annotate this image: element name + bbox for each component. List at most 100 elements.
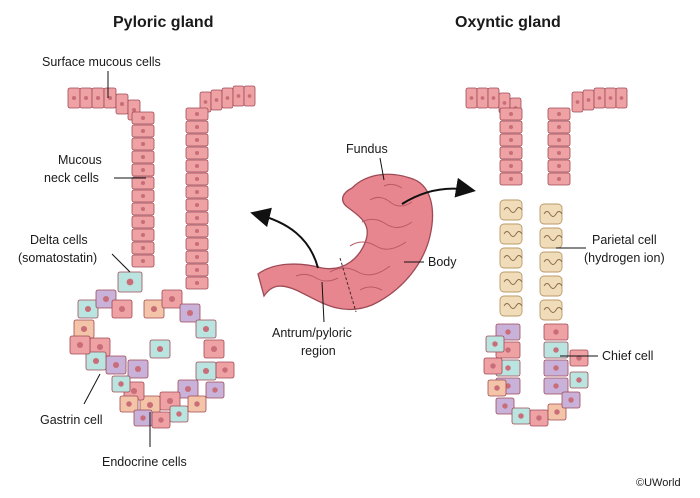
- pyloric-surface-cell-4: [115, 93, 129, 115]
- oxyntic-surface-left-cell-1-nucleus: [480, 96, 485, 100]
- pyloric-loop-cell-7-nucleus: [222, 367, 228, 373]
- pyloric-right-wall-cell-1-nucleus: [194, 124, 200, 130]
- label-mucous-neck-line1: Mucous: [58, 153, 102, 167]
- pyloric-loop-cell-7: [215, 361, 235, 379]
- pyloric-loop-cell-0: [111, 375, 131, 393]
- pyloric-right-wall-cell-9: [185, 224, 209, 238]
- pyloric-left-wall-cell-2: [131, 137, 155, 151]
- pyloric-loop-cell-5-nucleus: [194, 401, 200, 407]
- pyloric-loop-cell-5: [187, 395, 207, 413]
- oxyntic-left-neck-cell-1: [499, 120, 523, 134]
- oxyntic-right-parietal-cell-0-canaliculi: [543, 211, 563, 217]
- pyloric-left-wall-cell-9: [131, 228, 155, 242]
- pyloric-left-wall-cell-8: [131, 215, 155, 229]
- pyloric-delta-cell-nucleus: [126, 278, 134, 286]
- oxyntic-left-neck-cell-4-nucleus: [508, 163, 514, 169]
- pyloric-base-left-cell-5-nucleus: [112, 361, 120, 369]
- leader-lines: [83, 71, 598, 447]
- pyloric-surface-cell-1-nucleus: [83, 95, 89, 101]
- oxyntic-right-parietal-cell-1-membrane: [539, 227, 563, 249]
- pyloric-base-right-cell-5-nucleus: [202, 367, 210, 375]
- pyloric-right-wall-cell-13-nucleus: [194, 280, 200, 286]
- oxyntic-right-parietal-cell-3: [539, 275, 563, 297]
- pyloric-right-wall-cell-0: [185, 107, 209, 121]
- oxyntic-base-cell-3-nucleus: [502, 403, 508, 409]
- oxyntic-base-cell-2: [487, 379, 507, 397]
- oxyntic-right-neck-cell-5-nucleus: [556, 176, 562, 182]
- pyloric-base-right-cell-5: [195, 361, 217, 381]
- oxyntic-right-chief-cell-3-nucleus: [553, 383, 559, 389]
- stomach-illustration: [257, 173, 434, 313]
- pyloric-right-wall-cell-7: [185, 198, 209, 212]
- pyloric-base-right-cell-11-nucleus: [156, 345, 164, 353]
- pyloric-loop-cell-2: [133, 409, 153, 427]
- pyloric-right-wall-cell-6: [185, 185, 209, 199]
- oxyntic-base-cell-5-nucleus: [536, 415, 542, 421]
- pyloric-right-wall-cell-9-nucleus: [194, 228, 200, 234]
- oxyntic-left-chief-cell-2-nucleus: [505, 365, 511, 371]
- pyloric-left-wall-cell-1-nucleus: [140, 128, 146, 134]
- oxyntic-right-parietal-cell-3-canaliculi: [543, 283, 563, 289]
- title-pyloric-gland: Pyloric gland: [113, 14, 213, 31]
- pyloric-base-right-cell-4-nucleus: [210, 345, 218, 353]
- pyloric-left-wall-cell-0-nucleus: [140, 115, 146, 121]
- pyloric-left-wall-cell-0: [131, 111, 155, 125]
- pyloric-left-wall-cell-10-nucleus: [140, 245, 146, 251]
- pyloric-right-wall-cell-4: [185, 159, 209, 173]
- pyloric-loop-cell-6: [205, 381, 225, 399]
- oxyntic-left-neck-cell-3: [499, 146, 523, 160]
- pyloric-base-left-cell-6-nucleus: [92, 357, 100, 365]
- oxyntic-surface-left-cell-2-nucleus: [491, 96, 496, 100]
- label-antrum-line2: region: [301, 344, 336, 358]
- pyloric-loop-cell-4-nucleus: [176, 411, 182, 417]
- oxyntic-base-cell-0: [485, 335, 505, 353]
- oxyntic-right-chief-cell-1: [543, 341, 569, 359]
- oxyntic-base-cell-8-nucleus: [576, 377, 582, 383]
- pyloric-surface-right-cell-2-nucleus: [225, 96, 230, 100]
- oxyntic-surface-right-cell-4-nucleus: [619, 96, 624, 100]
- label-fundus: Fundus: [346, 142, 388, 156]
- oxyntic-base-cell-2-nucleus: [494, 385, 500, 391]
- pyloric-left-wall-cell-11-nucleus: [140, 258, 146, 264]
- pyloric-surface-right-cell-3-nucleus: [236, 94, 241, 98]
- oxyntic-right-neck-cell-5: [547, 172, 571, 186]
- pyloric-base-right-cell-11: [149, 339, 171, 359]
- oxyntic-right-parietal-cell-0: [539, 203, 563, 225]
- pyloric-surface-cell-2: [91, 87, 105, 109]
- pyloric-right-wall-cell-13: [185, 276, 209, 290]
- oxyntic-right-neck-cell-4-nucleus: [556, 163, 562, 169]
- oxyntic-left-parietal-cell-3-canaliculi: [503, 279, 523, 285]
- arrow-to-pyloric-gland: [250, 207, 319, 269]
- pyloric-left-wall-cell-6-nucleus: [140, 193, 146, 199]
- pyloric-base-left-cell-2-nucleus: [118, 305, 126, 313]
- title-oxyntic-gland: Oxyntic gland: [455, 14, 561, 31]
- pyloric-right-wall-cell-10-nucleus: [194, 241, 200, 247]
- oxyntic-surface-left-cell-0-nucleus: [469, 96, 474, 100]
- oxyntic-surface-left-cell-0: [465, 87, 478, 109]
- oxyntic-right-chief-cell-1-nucleus: [553, 347, 559, 353]
- pyloric-left-wall-cell-5-nucleus: [140, 180, 146, 186]
- oxyntic-right-parietal-cell-2-membrane: [539, 251, 563, 273]
- oxyntic-left-neck-cell-2: [499, 133, 523, 147]
- pyloric-left-wall-cell-4-nucleus: [140, 167, 146, 173]
- pyloric-surface-cell-3: [103, 87, 117, 109]
- label-mucous-neck-line2: neck cells: [44, 171, 99, 185]
- oxyntic-right-chief-cell-2: [543, 359, 569, 377]
- pyloric-base-left-cell-4-nucleus: [96, 343, 104, 351]
- pyloric-base-right-cell-7-nucleus: [166, 397, 174, 405]
- oxyntic-surface-right-cell-0-nucleus: [575, 100, 580, 104]
- oxyntic-left-parietal-cell-3-membrane: [499, 271, 523, 293]
- oxyntic-base-cell-6-nucleus: [554, 409, 560, 415]
- oxyntic-right-neck-cell-3: [547, 146, 571, 160]
- pyloric-gland-illustration: [67, 85, 256, 429]
- oxyntic-base-cell-1: [483, 357, 503, 375]
- pyloric-loop-cell-1: [119, 395, 139, 413]
- pyloric-loop-cell-3-nucleus: [158, 417, 164, 423]
- oxyntic-left-chief-cell-1-nucleus: [505, 347, 511, 353]
- oxyntic-gland-illustration: [465, 87, 628, 427]
- pyloric-surface-right-cell-1-nucleus: [214, 98, 219, 102]
- pyloric-left-wall-cell-3-nucleus: [140, 154, 146, 160]
- oxyntic-left-parietal-cell-2: [499, 247, 523, 269]
- pyloric-right-wall-cell-11-nucleus: [194, 254, 200, 260]
- oxyntic-left-parietal-cell-4-canaliculi: [503, 303, 523, 309]
